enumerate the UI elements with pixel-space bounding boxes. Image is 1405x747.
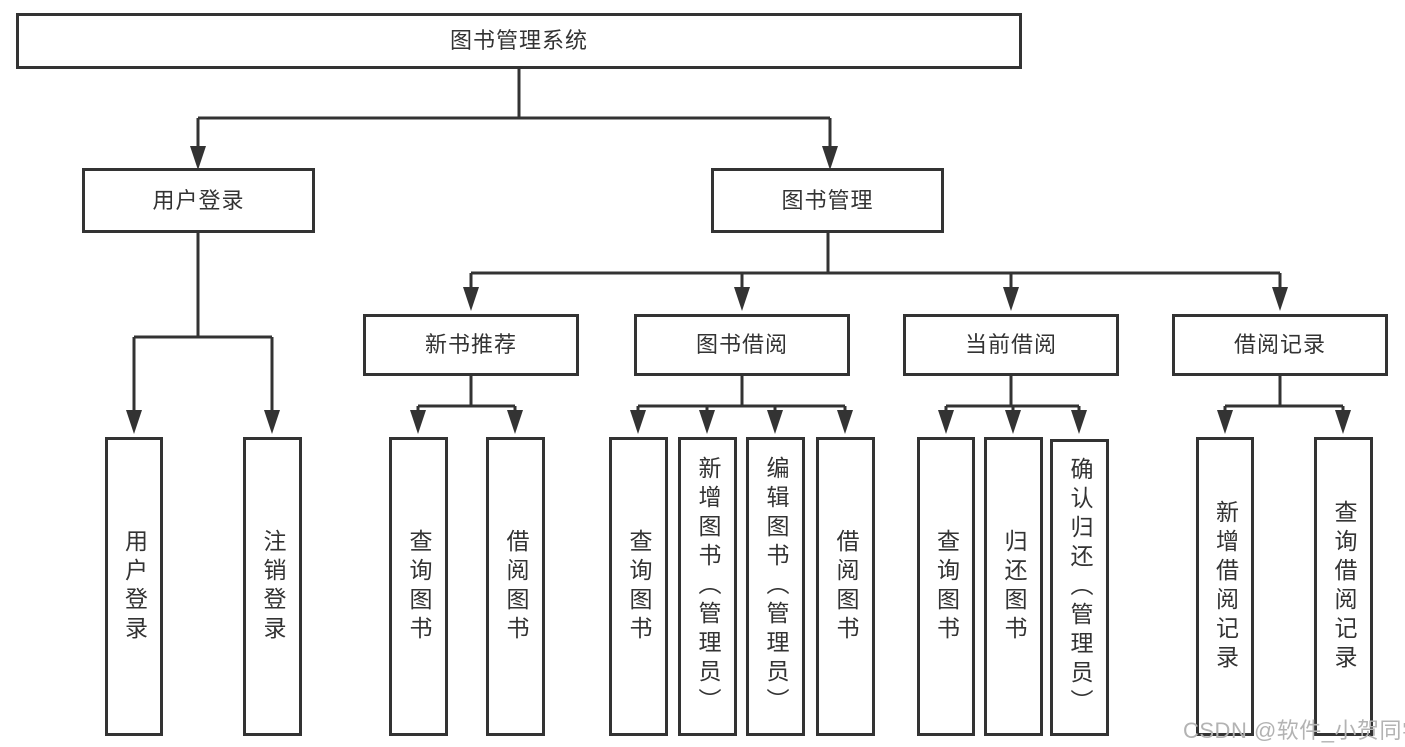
- node-root: 图书管理系统: [16, 13, 1022, 69]
- node-borrow-records: 借阅记录: [1172, 314, 1388, 376]
- leaf-user-login: 用户登录: [105, 437, 163, 736]
- node-new-book-recommend: 新书推荐: [363, 314, 579, 376]
- leaf-borrow-books-2: 借阅图书: [816, 437, 875, 736]
- leaf-query-books-3: 查询图书: [917, 437, 975, 736]
- node-user-login: 用户登录: [82, 168, 315, 233]
- leaf-add-borrow-record: 新增借阅记录: [1196, 437, 1254, 736]
- csdn-watermark: CSDN @软件_小贺同学: [1183, 718, 1405, 743]
- leaf-borrow-books-1: 借阅图书: [486, 437, 545, 736]
- node-current-borrow: 当前借阅: [903, 314, 1119, 376]
- leaf-return-book: 归还图书: [984, 437, 1043, 736]
- leaf-logout: 注销登录: [243, 437, 302, 736]
- leaf-query-books-1: 查询图书: [389, 437, 448, 736]
- leaf-add-book-admin: 新增图书（管理员）: [678, 437, 737, 736]
- leaf-confirm-return-admin: 确认归还（管理员）: [1050, 439, 1109, 736]
- leaf-edit-book-admin: 编辑图书（管理员）: [746, 437, 805, 736]
- node-book-borrow: 图书借阅: [634, 314, 850, 376]
- leaf-query-books-2: 查询图书: [609, 437, 668, 736]
- node-book-management: 图书管理: [711, 168, 944, 233]
- leaf-query-borrow-record: 查询借阅记录: [1314, 437, 1373, 736]
